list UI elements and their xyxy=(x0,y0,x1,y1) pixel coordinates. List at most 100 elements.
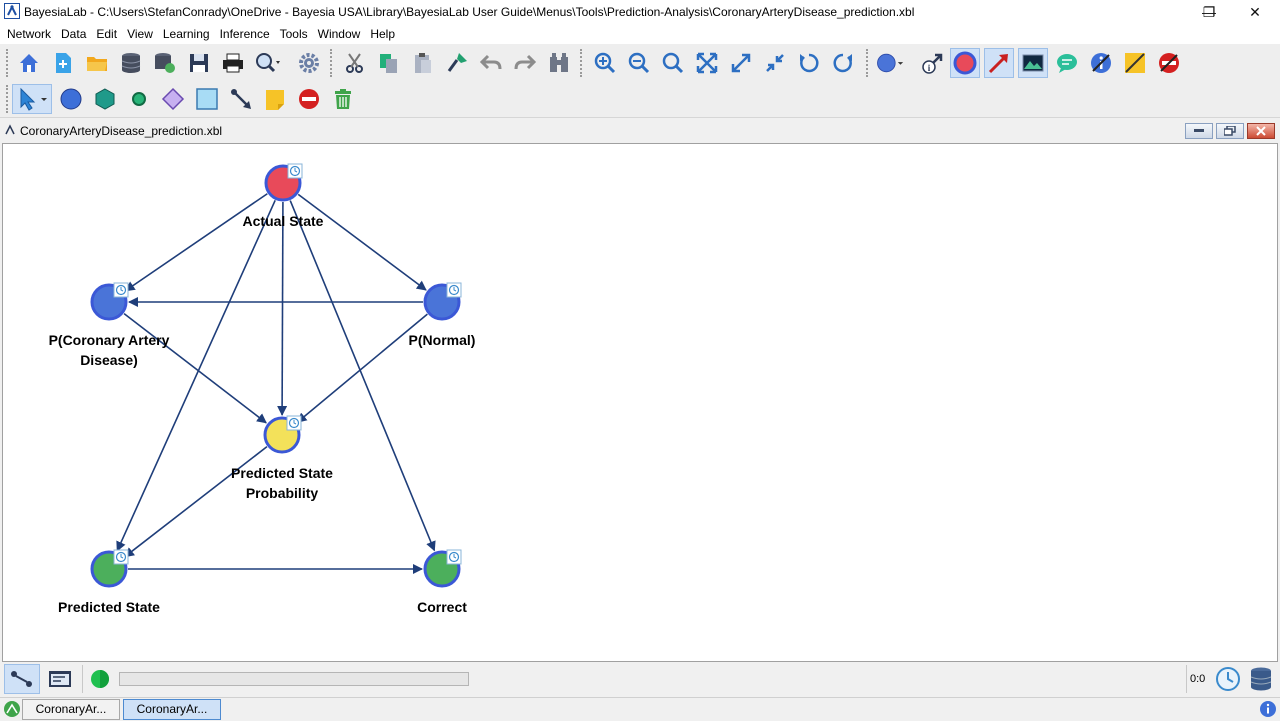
database-status-icon[interactable] xyxy=(1246,664,1276,694)
toolbar-grip-2 xyxy=(330,49,334,77)
toolbar-grip-3 xyxy=(580,49,584,77)
toolbar-grip[interactable] xyxy=(6,49,10,77)
network-status-icon[interactable] xyxy=(3,700,21,721)
selection-arrow-icon[interactable] xyxy=(12,84,52,114)
arc-p-cad-to-predicted-state-probability[interactable] xyxy=(123,312,267,424)
open-folder-icon[interactable] xyxy=(82,48,112,78)
restore-button[interactable]: ❐ xyxy=(1202,3,1216,20)
arc-actual-state-to-predicted-state-probability[interactable] xyxy=(277,201,288,417)
menu-window[interactable]: Window xyxy=(317,27,361,41)
clock-icon[interactable] xyxy=(1212,664,1244,694)
frame-minimize-button[interactable] xyxy=(1185,123,1213,139)
node-circle-icon[interactable] xyxy=(56,84,86,114)
note-icon[interactable] xyxy=(1120,48,1150,78)
rotate-left-icon[interactable] xyxy=(794,48,824,78)
zoom-out-icon[interactable] xyxy=(624,48,654,78)
node-label-line: P(Coronary Artery xyxy=(48,332,170,348)
close-window-button[interactable]: ✕ xyxy=(1249,3,1261,20)
menu-help[interactable]: Help xyxy=(370,27,396,41)
arc-display-icon[interactable] xyxy=(984,48,1014,78)
home-icon[interactable] xyxy=(14,48,44,78)
menu-view[interactable]: View xyxy=(127,27,153,41)
menu-inference[interactable]: Inference xyxy=(219,27,270,41)
expand-icon[interactable] xyxy=(726,48,756,78)
zoom-in-icon[interactable] xyxy=(590,48,620,78)
node-actual-state[interactable] xyxy=(264,163,303,202)
image-icon[interactable] xyxy=(1018,48,1048,78)
node-label-predicted-state[interactable]: Predicted State xyxy=(58,597,160,617)
node-label-correct[interactable]: Correct xyxy=(417,597,467,617)
format-painter-icon[interactable] xyxy=(442,48,472,78)
info-icon[interactable] xyxy=(1086,48,1116,78)
no-entry-icon[interactable] xyxy=(1154,48,1184,78)
cut-icon[interactable] xyxy=(340,48,370,78)
zoom-fit-icon[interactable] xyxy=(658,48,688,78)
node-p-normal[interactable] xyxy=(423,282,462,321)
database-link-icon[interactable] xyxy=(150,48,180,78)
node-label-line: P(Normal) xyxy=(408,332,476,348)
square-icon[interactable] xyxy=(192,84,222,114)
diamond-icon[interactable] xyxy=(158,84,188,114)
taskbar-tab-2[interactable]: CoronaryAr... xyxy=(123,699,221,720)
node-display-icon[interactable] xyxy=(950,48,980,78)
network-graph[interactable] xyxy=(3,144,1277,661)
delete-circle-icon[interactable] xyxy=(294,84,324,114)
node-predicted-state[interactable] xyxy=(90,549,129,588)
arc-actual-state-to-predicted-state[interactable] xyxy=(116,199,276,552)
menu-edit[interactable]: Edit xyxy=(96,27,118,41)
node-label-actual-state[interactable]: Actual State xyxy=(243,211,324,231)
menu-data[interactable]: Data xyxy=(61,27,87,41)
menu-network[interactable]: Network xyxy=(7,27,52,41)
arc-actual-state-to-p-cad[interactable] xyxy=(124,193,268,292)
frame-close-button[interactable] xyxy=(1247,123,1275,139)
paste-icon[interactable] xyxy=(408,48,438,78)
redo-icon[interactable] xyxy=(510,48,540,78)
arc-layer xyxy=(116,193,436,574)
console-icon[interactable] xyxy=(44,664,76,694)
clock-badge-icon xyxy=(113,549,129,565)
arc-actual-state-to-correct[interactable] xyxy=(289,200,436,552)
node-style-icon[interactable] xyxy=(874,48,904,78)
menu-learning[interactable]: Learning xyxy=(162,27,210,41)
svg-text:i: i xyxy=(928,63,931,73)
note-tool-icon[interactable] xyxy=(260,84,290,114)
rotate-right-icon[interactable] xyxy=(828,48,858,78)
undo-icon[interactable] xyxy=(476,48,506,78)
copy-icon[interactable] xyxy=(374,48,404,78)
save-icon[interactable] xyxy=(184,48,214,78)
collapse-icon[interactable] xyxy=(760,48,790,78)
node-correct[interactable] xyxy=(423,549,462,588)
menu-tools[interactable]: Tools xyxy=(279,27,308,41)
comment-icon[interactable] xyxy=(1052,48,1082,78)
arc-p-normal-to-predicted-state-probability[interactable] xyxy=(296,313,428,423)
small-circle-icon[interactable] xyxy=(124,84,154,114)
search-network-icon[interactable] xyxy=(252,48,282,78)
node-label-p-normal[interactable]: P(Normal) xyxy=(409,330,476,350)
print-icon[interactable] xyxy=(218,48,248,78)
database-icon[interactable] xyxy=(116,48,146,78)
info-status-icon[interactable] xyxy=(1259,700,1277,721)
minimize-button[interactable]: — xyxy=(1202,4,1216,20)
taskbar-tab-1[interactable]: CoronaryAr... xyxy=(22,699,120,720)
new-network-icon[interactable] xyxy=(48,48,78,78)
arc-actual-state-to-p-normal[interactable] xyxy=(297,193,427,291)
node-p-cad[interactable] xyxy=(90,282,129,321)
trash-icon[interactable] xyxy=(328,84,358,114)
frame-restore-button[interactable] xyxy=(1216,123,1244,139)
fit-window-icon[interactable] xyxy=(692,48,722,78)
arc-info-icon[interactable]: i xyxy=(918,48,948,78)
arc-tool-icon[interactable] xyxy=(226,84,256,114)
node-predicted-state-probability[interactable] xyxy=(263,415,302,454)
document-frame-titlebar: CoronaryArteryDisease_prediction.xbl xyxy=(0,120,1280,142)
arc-predicted-state-probability-to-predicted-state[interactable] xyxy=(124,446,268,558)
graph-mode-icon[interactable] xyxy=(4,664,40,694)
hexagon-icon[interactable] xyxy=(90,84,120,114)
binoculars-icon[interactable] xyxy=(544,48,574,78)
minimize-button-2[interactable] xyxy=(1140,0,1186,24)
node-label-line: Predicted State xyxy=(58,599,160,615)
clock-badge-icon xyxy=(286,415,302,431)
settings-gear-icon[interactable] xyxy=(294,48,324,78)
